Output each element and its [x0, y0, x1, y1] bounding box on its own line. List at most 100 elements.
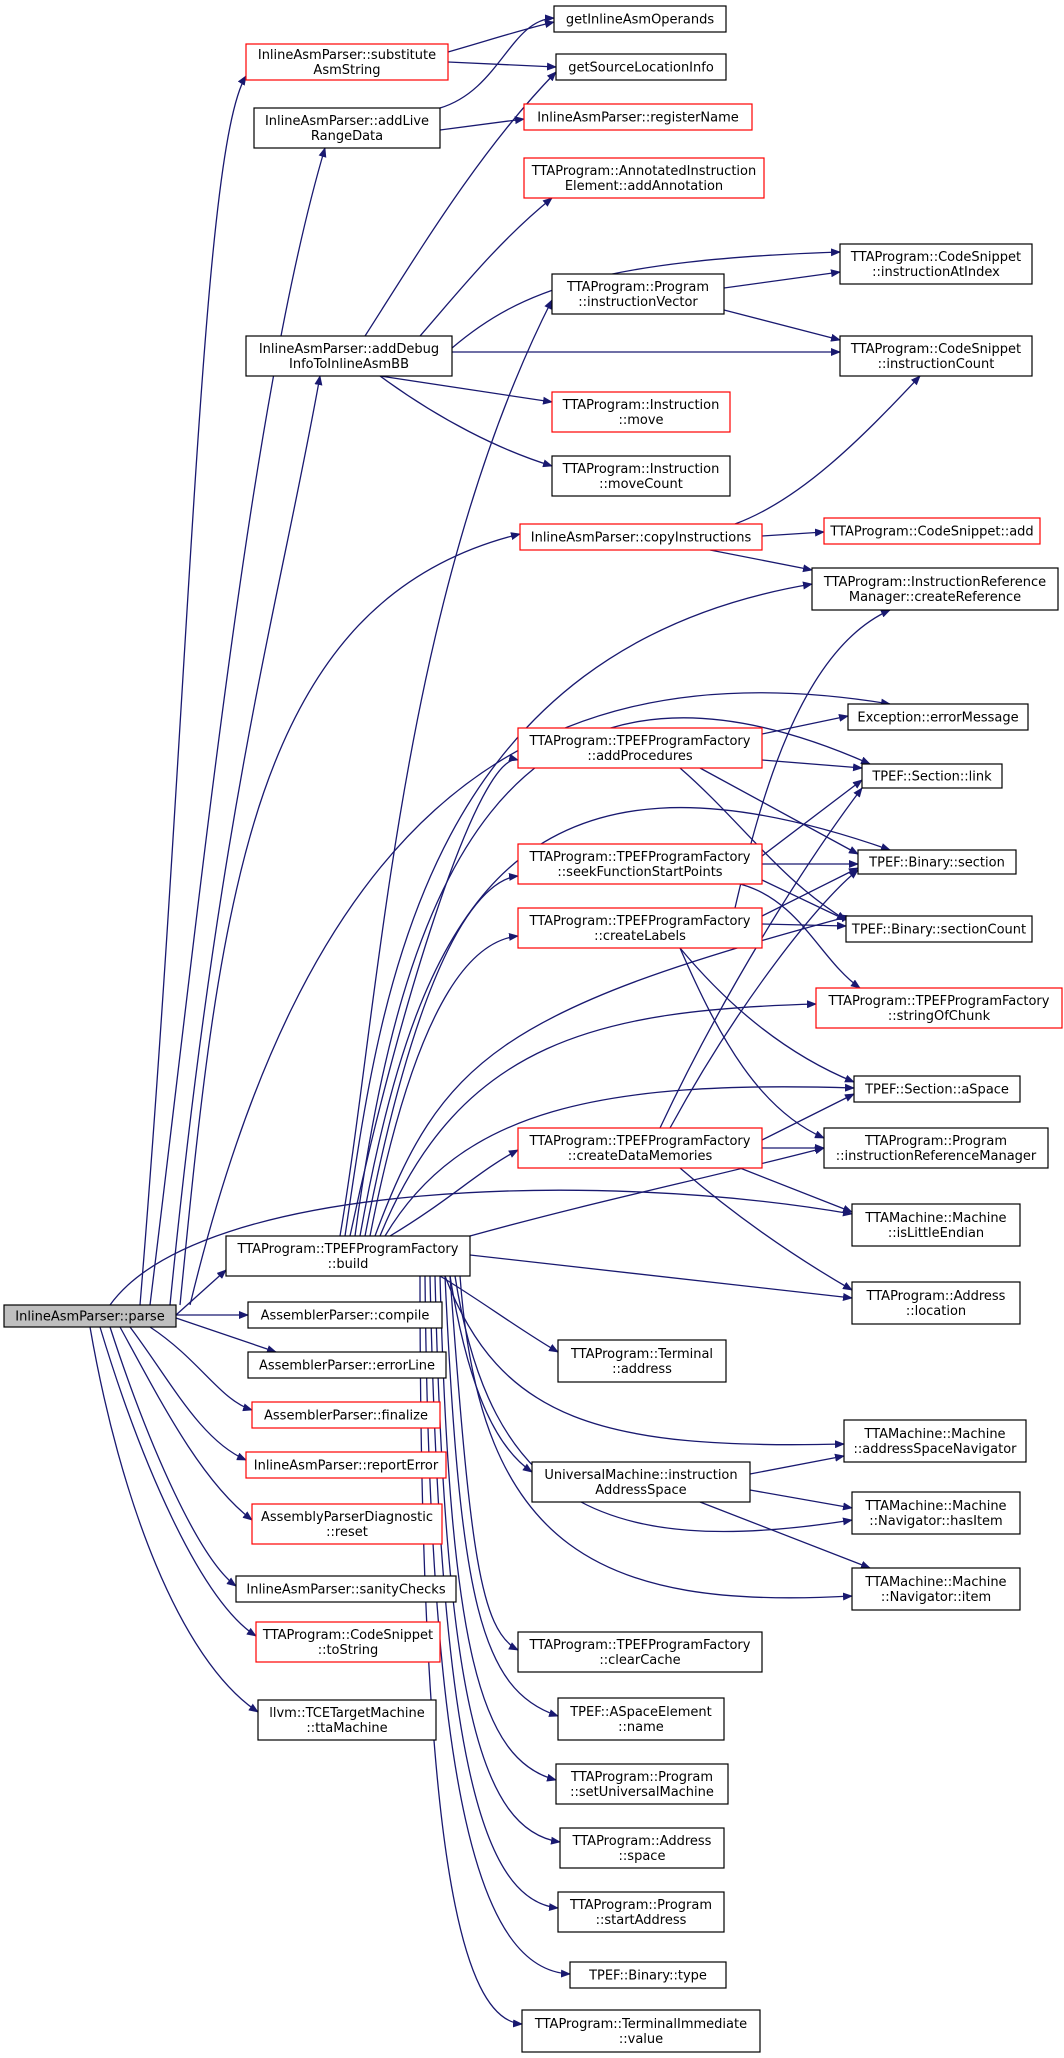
node-startAddress[interactable]: TTAProgram::Program::startAddress: [557, 1891, 725, 1933]
node-instrRefManager[interactable]: TTAProgram::Program::instructionReferenc…: [823, 1127, 1049, 1169]
node-aSpace[interactable]: TPEF::Section::aSpace: [853, 1075, 1021, 1103]
node-box[interactable]: [517, 1127, 763, 1169]
node-box[interactable]: [815, 987, 1063, 1029]
node-compile[interactable]: AssemblerParser::compile: [247, 1301, 443, 1329]
node-instructionVector[interactable]: TTAProgram::Program::instructionVector: [551, 273, 725, 315]
node-box[interactable]: [857, 849, 1017, 875]
node-clearCache[interactable]: TTAProgram::TPEFProgramFactory::clearCac…: [517, 1631, 763, 1673]
node-hasItem[interactable]: TTAMachine::Machine::Navigator::hasItem: [851, 1491, 1021, 1535]
node-box[interactable]: [853, 1075, 1021, 1103]
node-box[interactable]: [519, 523, 763, 551]
node-box[interactable]: [245, 1451, 447, 1479]
node-box[interactable]: [551, 391, 731, 433]
node-box[interactable]: [555, 1763, 729, 1805]
node-box[interactable]: [843, 1419, 1027, 1463]
node-box[interactable]: [517, 1631, 763, 1673]
node-box[interactable]: [521, 2009, 761, 2053]
node-box[interactable]: [251, 1401, 441, 1429]
node-move[interactable]: TTAProgram::Instruction::move: [551, 391, 731, 433]
node-box[interactable]: [523, 103, 753, 131]
node-box[interactable]: [235, 1575, 457, 1603]
node-isLittleEndian[interactable]: TTAMachine::Machine::isLittleEndian: [851, 1203, 1021, 1247]
node-box[interactable]: [839, 335, 1033, 377]
node-setUniversal[interactable]: TTAProgram::Program::setUniversalMachine: [555, 1763, 729, 1805]
node-createReference[interactable]: TTAProgram::InstructionReferenceManager:…: [811, 567, 1059, 611]
node-box[interactable]: [531, 1461, 751, 1503]
node-box[interactable]: [253, 107, 441, 149]
node-box[interactable]: [3, 1304, 177, 1328]
node-registerName[interactable]: InlineAsmParser::registerName: [523, 103, 753, 131]
node-box[interactable]: [555, 53, 727, 81]
node-stringOfChunk[interactable]: TTAProgram::TPEFProgramFactory::stringOf…: [815, 987, 1063, 1029]
node-box[interactable]: [517, 907, 763, 949]
node-box[interactable]: [861, 763, 1003, 789]
node-getInlineAsmOperands[interactable]: getInlineAsmOperands: [553, 5, 727, 33]
node-box[interactable]: [517, 843, 763, 885]
node-ttaMachine[interactable]: llvm::TCETargetMachine::ttaMachine: [257, 1699, 437, 1741]
node-finalize[interactable]: AssemblerParser::finalize: [251, 1401, 441, 1429]
node-box[interactable]: [245, 335, 453, 377]
node-errorLine[interactable]: AssemblerParser::errorLine: [247, 1351, 447, 1379]
node-instructionAtIndex[interactable]: TTAProgram::CodeSnippet::instructionAtIn…: [839, 243, 1033, 285]
node-errorMessage[interactable]: Exception::errorMessage: [847, 703, 1029, 731]
node-box[interactable]: [823, 1127, 1049, 1169]
node-location[interactable]: TTAProgram::Address::location: [851, 1281, 1021, 1325]
node-terminalAddress[interactable]: TTAProgram::Terminal::address: [557, 1339, 727, 1383]
node-diagReset[interactable]: AssemblyParserDiagnostic::reset: [251, 1503, 443, 1545]
node-box[interactable]: [847, 703, 1029, 731]
node-box[interactable]: [569, 1961, 727, 1989]
node-sanityChecks[interactable]: InlineAsmParser::sanityChecks: [235, 1575, 457, 1603]
node-sectionLink[interactable]: TPEF::Section::link: [861, 763, 1003, 789]
node-box[interactable]: [251, 1503, 443, 1545]
node-termImmValue[interactable]: TTAProgram::TerminalImmediate::value: [521, 2009, 761, 2053]
node-binarySection[interactable]: TPEF::Binary::section: [857, 849, 1017, 875]
node-box[interactable]: [517, 727, 763, 769]
node-box[interactable]: [839, 243, 1033, 285]
node-moveCount[interactable]: TTAProgram::Instruction::moveCount: [551, 455, 731, 497]
node-box[interactable]: [257, 1699, 437, 1741]
node-reportError[interactable]: InlineAsmParser::reportError: [245, 1451, 447, 1479]
node-box[interactable]: [225, 1235, 471, 1277]
node-box[interactable]: [811, 567, 1059, 611]
node-box[interactable]: [557, 1339, 727, 1383]
node-box[interactable]: [851, 1491, 1021, 1535]
node-binaryType[interactable]: TPEF::Binary::type: [569, 1961, 727, 1989]
node-getSourceLocationInfo[interactable]: getSourceLocationInfo: [555, 53, 727, 81]
node-navItem[interactable]: TTAMachine::Machine::Navigator::item: [851, 1567, 1021, 1611]
node-box[interactable]: [523, 157, 765, 199]
node-box[interactable]: [823, 517, 1041, 545]
node-box[interactable]: [255, 1621, 441, 1663]
node-createDataMemories[interactable]: TTAProgram::TPEFProgramFactory::createDa…: [517, 1127, 763, 1169]
node-box[interactable]: [845, 915, 1033, 943]
node-sectionCount[interactable]: TPEF::Binary::sectionCount: [845, 915, 1033, 943]
node-box[interactable]: [557, 1697, 725, 1741]
node-box[interactable]: [247, 1351, 447, 1379]
node-parse[interactable]: InlineAsmParser::parse: [3, 1304, 177, 1328]
node-addrSpaceNav[interactable]: TTAMachine::Machine::addressSpaceNavigat…: [843, 1419, 1027, 1463]
node-box[interactable]: [557, 1891, 725, 1933]
node-build[interactable]: TTAProgram::TPEFProgramFactory::build: [225, 1235, 471, 1277]
node-addDebug[interactable]: InlineAsmParser::addDebugInfoToInlineAsm…: [245, 335, 453, 377]
node-seekFunction[interactable]: TTAProgram::TPEFProgramFactory::seekFunc…: [517, 843, 763, 885]
node-box[interactable]: [551, 455, 731, 497]
node-box[interactable]: [851, 1567, 1021, 1611]
node-addAnnotation[interactable]: TTAProgram::AnnotatedInstructionElement:…: [523, 157, 765, 199]
node-addrSpace[interactable]: TTAProgram::Address::space: [559, 1827, 725, 1869]
node-copyInstructions[interactable]: InlineAsmParser::copyInstructions: [519, 523, 763, 551]
node-box[interactable]: [553, 5, 727, 33]
node-createLabels[interactable]: TTAProgram::TPEFProgramFactory::createLa…: [517, 907, 763, 949]
node-box[interactable]: [851, 1203, 1021, 1247]
node-box[interactable]: [559, 1827, 725, 1869]
node-toString[interactable]: TTAProgram::CodeSnippet::toString: [255, 1621, 441, 1663]
node-box[interactable]: [245, 43, 449, 81]
node-instructionCount[interactable]: TTAProgram::CodeSnippet::instructionCoun…: [839, 335, 1033, 377]
node-box[interactable]: [247, 1301, 443, 1329]
node-addProcedures[interactable]: TTAProgram::TPEFProgramFactory::addProce…: [517, 727, 763, 769]
node-box[interactable]: [551, 273, 725, 315]
node-aspaceName[interactable]: TPEF::ASpaceElement::name: [557, 1697, 725, 1741]
node-snippetAdd[interactable]: TTAProgram::CodeSnippet::add: [823, 517, 1041, 545]
node-universalMachine[interactable]: UniversalMachine::instructionAddressSpac…: [531, 1461, 751, 1503]
node-box[interactable]: [851, 1281, 1021, 1325]
